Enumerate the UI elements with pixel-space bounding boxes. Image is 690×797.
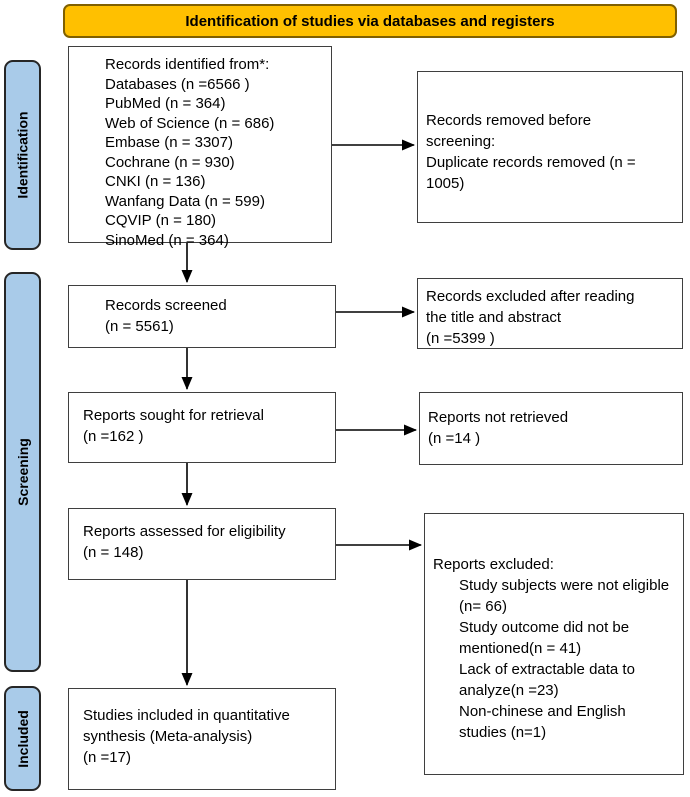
text-line: CQVIP (n = 180) (105, 212, 217, 229)
text-line: CNKI (n = 136) (105, 173, 206, 190)
reports-excluded-items: Study subjects were not eligible (n= 66)… (433, 575, 677, 743)
stage-included-label: Included (14, 709, 31, 768)
stage-screening: Screening (4, 272, 41, 672)
text-line: (n =14 ) (428, 430, 481, 447)
text-line: Study outcome did not be mentioned(n = 4… (459, 619, 630, 657)
text-line: (n =17) (83, 749, 131, 766)
text-line: Records screened (105, 297, 227, 314)
box-reports-excluded: Reports excluded: Study subjects were no… (424, 513, 684, 775)
text-line: Reports not retrieved (428, 409, 569, 426)
text-line: Lack of extractable data to analyze(n =2… (459, 661, 635, 699)
text-line: Web of Science (n = 686) (105, 114, 275, 132)
text-line: Studies included in quantitative synthes… (83, 707, 290, 745)
banner-title: Identification of studies via databases … (63, 4, 677, 38)
text-line: Non-chinese and English studies (n=1) (459, 703, 626, 741)
stage-identification: Identification (4, 60, 41, 250)
text-line: Cochrane (n = 930) (105, 153, 235, 171)
stage-identification-label: Identification (14, 111, 31, 199)
text-line: (n = 148) (83, 544, 144, 561)
text-line: SinoMed (n = 364) (105, 231, 229, 249)
text-line: Embase (n = 3307) (105, 134, 233, 151)
text-line: Databases (n =6566 ) (105, 75, 250, 93)
box-reports-sought: Reports sought for retrieval (n =162 ) (68, 392, 336, 463)
banner-title-text: Identification of studies via databases … (185, 12, 555, 30)
text-line: Reports sought for retrieval (83, 407, 264, 424)
box-records-screened: Records screened (n = 5561) (68, 285, 336, 348)
text-line: (n =5399 ) (426, 330, 495, 347)
text-line: Records removed before screening: (426, 112, 592, 150)
stage-screening-label: Screening (14, 438, 31, 506)
stage-included: Included (4, 686, 41, 791)
text-line: (n = 5561) (105, 318, 174, 335)
text-line: Study subjects were not eligible (n= 66) (459, 577, 670, 615)
box-records-excluded: Records excluded after reading the title… (417, 278, 683, 349)
box-reports-not-retrieved: Reports not retrieved (n =14 ) (419, 392, 683, 465)
box-records-identified: Records identified from*: Databases (n =6… (68, 46, 332, 249)
text-line: Reports assessed for eligibility (83, 523, 286, 540)
box-records-removed: Records removed before screening: Duplica… (417, 71, 683, 223)
text-line: PubMed (n = 364) (105, 95, 226, 112)
text-line: Records excluded after reading the title… (426, 288, 635, 326)
text-line: Records identified from*: (105, 56, 270, 73)
text-line: Wanfang Data (n = 599) (105, 192, 265, 210)
text-line: (n =162 ) (83, 428, 144, 445)
box-studies-included: Studies included in quantitative synthes… (68, 688, 336, 790)
reports-excluded-heading: Reports excluded: (433, 556, 554, 573)
text-line: Duplicate records removed (n = 1005) (426, 154, 636, 192)
box-reports-assessed: Reports assessed for eligibility (n = 148… (68, 508, 336, 580)
